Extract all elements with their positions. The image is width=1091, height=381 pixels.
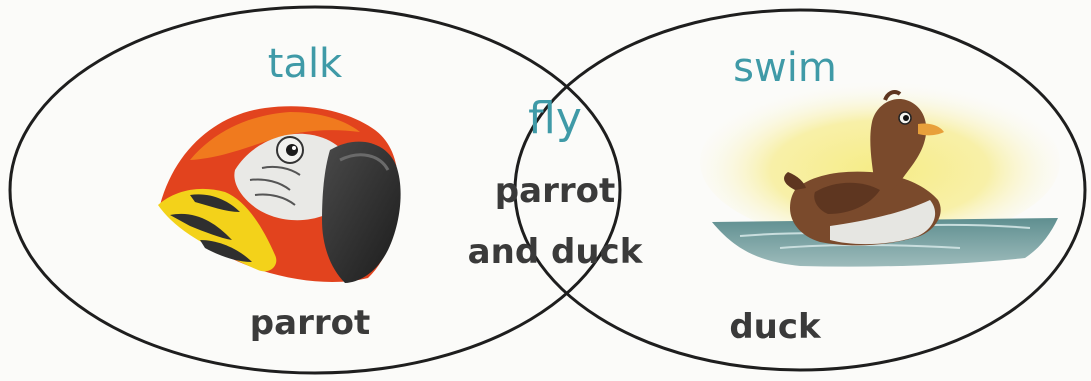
overlap-members-line2: and duck <box>450 232 660 272</box>
right-set-members: duck <box>700 307 850 347</box>
overlap-members-line1: parrot <box>475 171 635 211</box>
overlap-heading: fly <box>505 97 605 141</box>
left-set-heading: talk <box>250 44 360 84</box>
duck-illustration <box>700 80 1060 267</box>
right-set-heading: swim <box>720 48 850 88</box>
parrot-illustration <box>158 106 401 283</box>
left-set-members: parrot <box>225 303 395 343</box>
